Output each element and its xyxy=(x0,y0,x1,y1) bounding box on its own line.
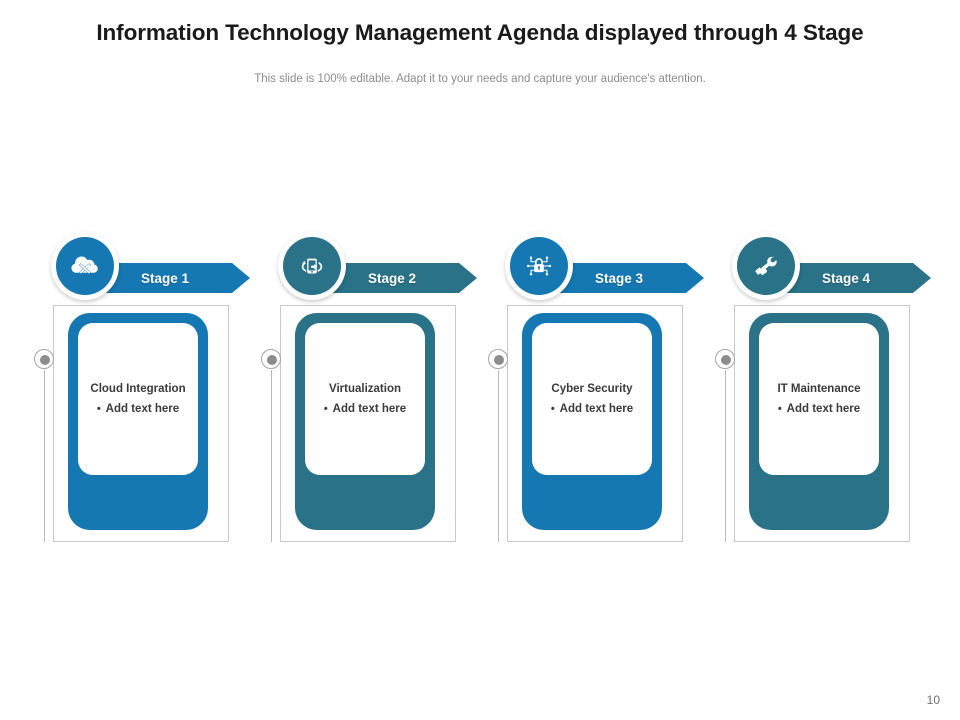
stage-banner-label-3: Stage 3 xyxy=(594,270,644,286)
stage-card-2[interactable]: Virtualization • Add text here xyxy=(295,313,435,530)
hand-wrench-icon xyxy=(737,237,795,295)
stage-badge-3[interactable] xyxy=(505,232,573,300)
stage-heading-4: IT Maintenance xyxy=(777,382,861,395)
connector-stem xyxy=(725,370,726,542)
stage-column-1: Cloud Integration • Add text here Stage 1 xyxy=(20,0,250,720)
stage-bullet-text-2: Add text here xyxy=(332,402,407,415)
stage-card-4[interactable]: IT Maintenance • Add text here xyxy=(749,313,889,530)
stage-bullet-4: • Add text here xyxy=(778,399,860,419)
bullet-marker-icon: • xyxy=(96,402,101,415)
stage-heading-3: Cyber Security xyxy=(551,382,633,395)
stage-card-inner-1: Cloud Integration • Add text here xyxy=(78,323,198,475)
stage-heading-2: Virtualization xyxy=(329,382,401,395)
page-number: 10 xyxy=(926,693,940,707)
stage-badge-1[interactable] xyxy=(51,232,119,300)
stage-banner-label-2: Stage 2 xyxy=(367,270,417,286)
network-lock-icon xyxy=(510,237,568,295)
stage-bullet-text-1: Add text here xyxy=(105,402,180,415)
stage-badge-4[interactable] xyxy=(732,232,800,300)
stage-heading-1: Cloud Integration xyxy=(90,382,186,395)
stage-column-3: Cyber Security • Add text here Stage 3 xyxy=(474,0,704,720)
connector-dot-icon xyxy=(720,354,731,365)
stage-bullet-3: • Add text here xyxy=(551,399,633,419)
bullet-marker-icon: • xyxy=(777,402,782,415)
stage-card-1[interactable]: Cloud Integration • Add text here xyxy=(68,313,208,530)
connector-3 xyxy=(488,349,510,542)
bullet-marker-icon: • xyxy=(323,402,328,415)
stage-banner-label-1: Stage 1 xyxy=(140,270,190,286)
stage-card-inner-3: Cyber Security • Add text here xyxy=(532,323,652,475)
connector-stem xyxy=(44,370,45,542)
stage-bullet-1: • Add text here xyxy=(97,399,179,419)
connector-dot-icon xyxy=(493,354,504,365)
stage-column-2: Virtualization • Add text here Stage 2 xyxy=(247,0,477,720)
stage-card-inner-2: Virtualization • Add text here xyxy=(305,323,425,475)
page-subtitle: This slide is 100% editable. Adapt it to… xyxy=(254,73,706,85)
page-title: Information Technology Management Agenda… xyxy=(96,20,864,45)
stage-card-3[interactable]: Cyber Security • Add text here xyxy=(522,313,662,530)
stage-card-inner-4: IT Maintenance • Add text here xyxy=(759,323,879,475)
connector-stem xyxy=(498,370,499,542)
stage-banner-label-4: Stage 4 xyxy=(821,270,871,286)
connector-dot-icon xyxy=(39,354,50,365)
connector-4 xyxy=(715,349,737,542)
stage-bullet-text-4: Add text here xyxy=(786,402,861,415)
stage-column-4: IT Maintenance • Add text here Stage 4 xyxy=(701,0,931,720)
connector-1 xyxy=(34,349,56,542)
stage-bullet-2: • Add text here xyxy=(324,399,406,419)
connector-dot-icon xyxy=(266,354,277,365)
connector-2 xyxy=(261,349,283,542)
connector-stem xyxy=(271,370,272,542)
device-rotate-icon xyxy=(283,237,341,295)
stage-bullet-text-3: Add text here xyxy=(559,402,634,415)
stage-badge-2[interactable] xyxy=(278,232,346,300)
bullet-marker-icon: • xyxy=(550,402,555,415)
cloud-tools-icon xyxy=(56,237,114,295)
